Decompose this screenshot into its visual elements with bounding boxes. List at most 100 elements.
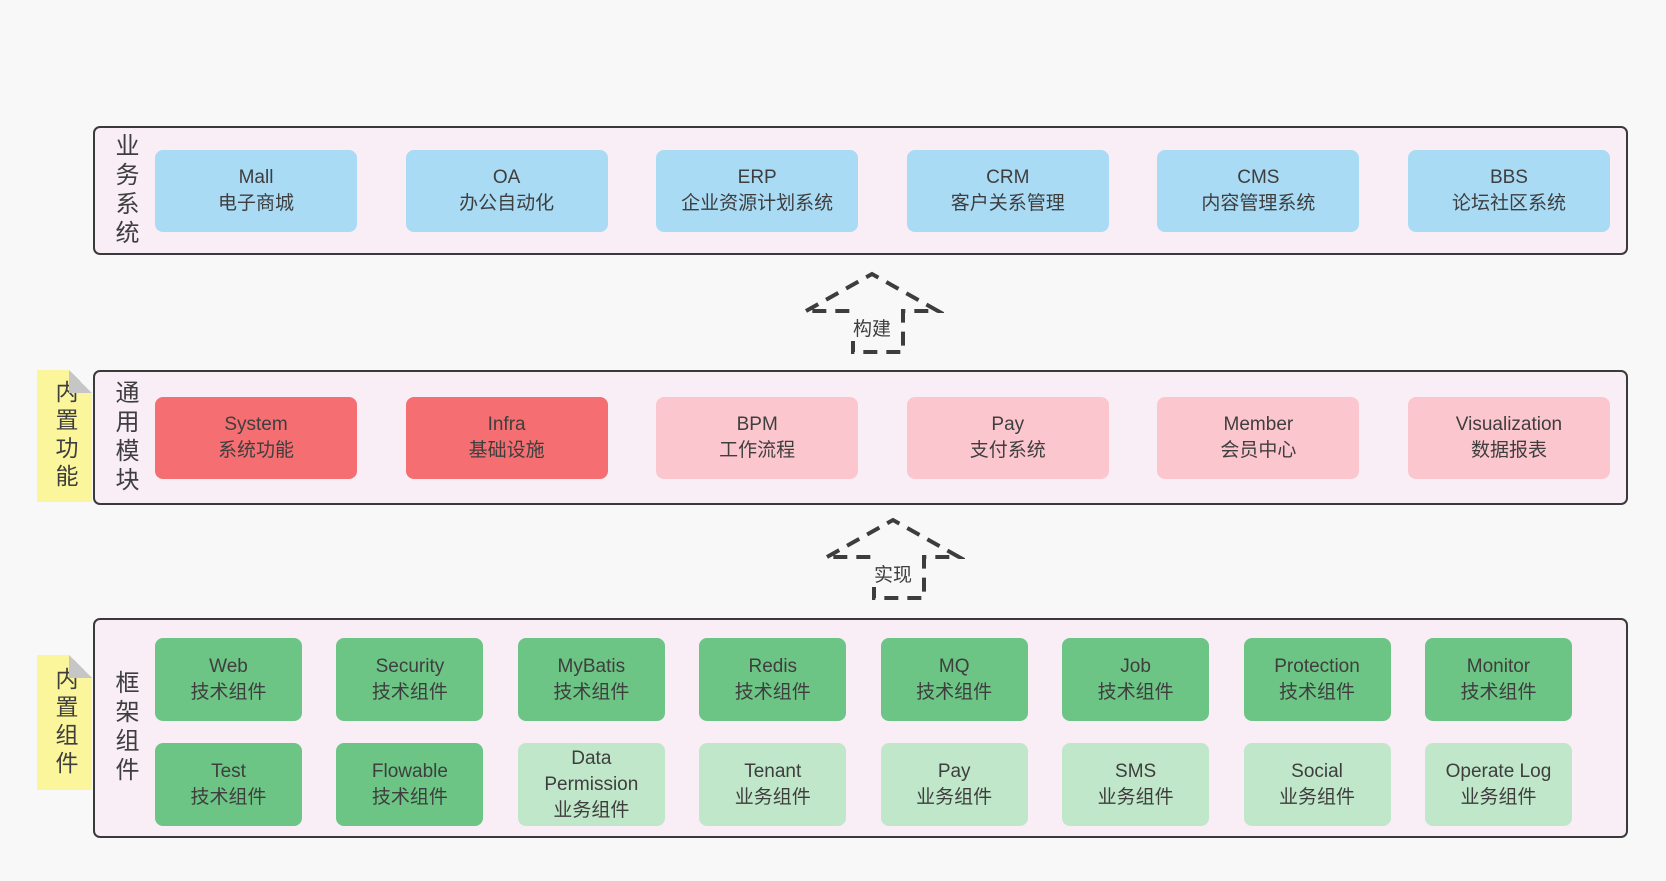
build-arrow: 构建 — [800, 270, 944, 356]
sticky-note-text: 内置功能 — [52, 380, 78, 492]
box-erp: ERP 企业资源计划系统 — [656, 149, 859, 232]
box-title: Tenant — [744, 760, 802, 782]
panel-label-text: 通用模块 — [111, 379, 138, 496]
box-subtitle: 业务组件 — [734, 786, 811, 808]
panel-label-text: 框架组件 — [111, 670, 138, 786]
box-title: SMS — [1115, 760, 1157, 782]
box-social: Social 业务组件 — [1243, 743, 1391, 826]
box-subtitle: 客户关系管理 — [950, 192, 1065, 214]
box-title: Job — [1120, 655, 1151, 677]
box-title: Mall — [238, 166, 274, 188]
box-oa: OA 办公自动化 — [405, 149, 608, 232]
box-title: Member — [1223, 413, 1294, 435]
box-subtitle: 业务组件 — [1097, 786, 1174, 808]
dashed-up-arrow-icon — [800, 271, 944, 354]
box-subtitle: 技术组件 — [553, 681, 630, 703]
box-flowable: Flowable 技术组件 — [336, 743, 484, 826]
panel-label-common-modules: 通用模块 — [95, 372, 153, 503]
box-bbs: BBS 论坛社区系统 — [1407, 149, 1610, 232]
box-title: ERP — [737, 166, 777, 188]
box-system: System 系统功能 — [155, 396, 357, 479]
panel-label-business-systems: 业务系统 — [95, 128, 153, 253]
box-subtitle: 数据报表 — [1470, 439, 1547, 461]
box-security: Security 技术组件 — [336, 638, 484, 721]
box-title: Data Permission — [544, 747, 639, 795]
box-member: Member 会员中心 — [1157, 396, 1360, 479]
common-modules-boxes: System 系统功能 Infra 基础设施 BPM 工作流程 Pay 支付系统… — [155, 372, 1610, 503]
box-infra: Infra 基础设施 — [405, 396, 608, 479]
box-title: Protection — [1274, 655, 1360, 677]
box-subtitle: 技术组件 — [371, 681, 448, 703]
box-bpm: BPM 工作流程 — [656, 396, 859, 479]
box-subtitle: 技术组件 — [916, 681, 993, 703]
box-visualization: Visualization 数据报表 — [1407, 396, 1610, 479]
box-title: Redis — [748, 655, 798, 677]
box-sms: SMS 业务组件 — [1062, 743, 1210, 826]
box-title: Social — [1291, 760, 1343, 782]
box-subtitle: 内容管理系统 — [1201, 192, 1316, 214]
box-subtitle: 系统功能 — [217, 439, 294, 461]
box-subtitle: 技术组件 — [734, 681, 811, 703]
sticky-note-text: 内置组件 — [52, 666, 78, 779]
box-subtitle: 会员中心 — [1220, 439, 1297, 461]
box-title: BPM — [736, 413, 778, 435]
box-title: BBS — [1489, 166, 1528, 188]
framework-components-row-1: Web 技术组件 Security 技术组件 MyBatis 技术组件 Redi… — [155, 638, 1572, 721]
dashed-up-arrow-icon — [821, 517, 965, 600]
box-monitor: Monitor 技术组件 — [1424, 638, 1572, 721]
sticky-note-built-in-features: 内置功能 — [37, 370, 92, 502]
box-title: Security — [375, 655, 445, 677]
box-title: Monitor — [1466, 655, 1531, 677]
box-cms: CMS 内容管理系统 — [1157, 149, 1360, 232]
box-test: Test 技术组件 — [155, 743, 302, 826]
box-mall: Mall 电子商城 — [155, 149, 357, 232]
box-title: Flowable — [371, 760, 448, 782]
box-subtitle: 技术组件 — [371, 786, 448, 808]
box-subtitle: 办公自动化 — [459, 192, 555, 214]
box-tenant: Tenant 业务组件 — [699, 743, 847, 826]
box-title: Test — [211, 760, 246, 782]
box-title: Pay — [937, 760, 971, 782]
box-title: OA — [492, 166, 521, 188]
common-modules-panel: 通用模块 System 系统功能 Infra 基础设施 BPM 工作流程 Pay… — [93, 370, 1628, 505]
box-redis: Redis 技术组件 — [699, 638, 847, 721]
framework-components-boxes: Web 技术组件 Security 技术组件 MyBatis 技术组件 Redi… — [155, 638, 1572, 826]
box-title: Web — [209, 655, 248, 677]
box-protection: Protection 技术组件 — [1243, 638, 1391, 721]
box-subtitle: 技术组件 — [190, 681, 267, 703]
box-title: MQ — [938, 655, 970, 677]
box-title: Operate Log — [1445, 760, 1552, 782]
box-subtitle: 业务组件 — [916, 786, 993, 808]
box-title: Infra — [487, 413, 526, 435]
box-job: Job 技术组件 — [1062, 638, 1210, 721]
business-systems-boxes: Mall 电子商城 OA 办公自动化 ERP 企业资源计划系统 CRM 客户关系… — [155, 128, 1610, 253]
implement-arrow: 实现 — [821, 516, 965, 602]
panel-label-text: 业务系统 — [111, 132, 138, 249]
business-systems-panel: 业务系统 Mall 电子商城 OA 办公自动化 ERP 企业资源计划系统 CRM… — [93, 126, 1628, 255]
implement-arrow-label: 实现 — [869, 560, 917, 587]
box-subtitle: 基础设施 — [468, 439, 545, 461]
box-title: System — [224, 413, 288, 435]
framework-components-row-2: Test 技术组件 Flowable 技术组件 Data Permission … — [155, 743, 1572, 826]
box-web: Web 技术组件 — [155, 638, 302, 721]
box-operate-log: Operate Log 业务组件 — [1424, 743, 1572, 826]
box-subtitle: 电子商城 — [217, 192, 294, 214]
box-mybatis: MyBatis 技术组件 — [517, 638, 665, 721]
box-title: CMS — [1237, 166, 1280, 188]
box-subtitle: 业务组件 — [1460, 786, 1537, 808]
box-pay: Pay 支付系统 — [906, 396, 1109, 479]
framework-components-panel: 框架组件 Web 技术组件 Security 技术组件 MyBatis 技术组件… — [93, 618, 1628, 838]
box-crm: CRM 客户关系管理 — [906, 149, 1109, 232]
panel-label-framework-components: 框架组件 — [95, 620, 153, 836]
box-subtitle: 企业资源计划系统 — [681, 192, 834, 214]
box-title: Visualization — [1455, 413, 1563, 435]
box-subtitle: 支付系统 — [969, 439, 1046, 461]
box-mq: MQ 技术组件 — [880, 638, 1028, 721]
sticky-note-built-in-components: 内置组件 — [37, 655, 92, 790]
box-subtitle: 技术组件 — [1097, 681, 1174, 703]
box-subtitle: 技术组件 — [1279, 681, 1356, 703]
box-subtitle: 工作流程 — [719, 439, 796, 461]
box-subtitle: 业务组件 — [553, 799, 630, 821]
box-title: Pay — [991, 413, 1025, 435]
